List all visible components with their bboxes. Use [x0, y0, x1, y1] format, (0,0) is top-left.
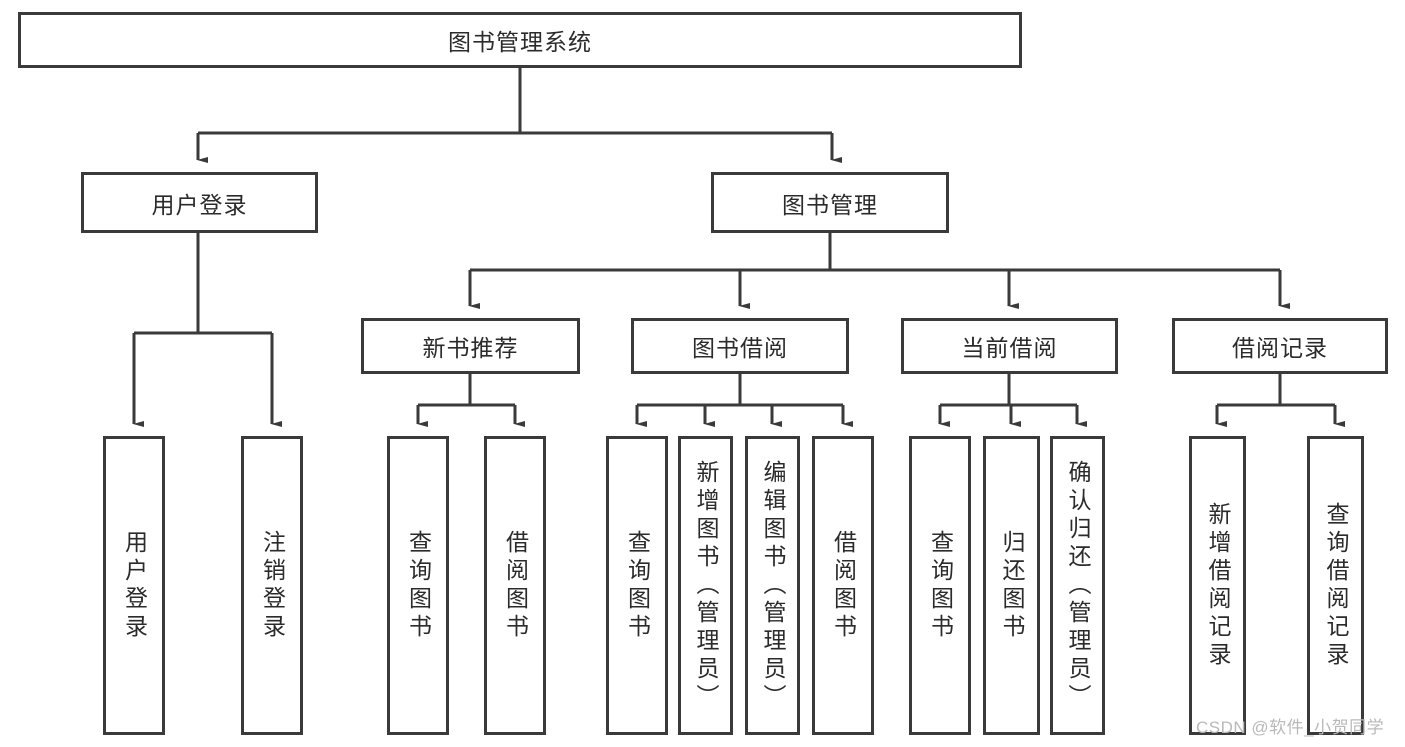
leaf-query-book-2-label: 查询图书	[624, 529, 651, 642]
leaf-query-book-1-label: 查询图书	[405, 529, 432, 642]
node-root[interactable]: 图书管理系统	[18, 12, 1022, 68]
leaf-borrow-book-1-label: 借阅图书	[502, 529, 529, 642]
leaf-borrow-book-2-label: 借阅图书	[830, 529, 857, 642]
node-user-login-label: 用户登录	[151, 191, 248, 218]
node-book-manage-label: 图书管理	[782, 191, 878, 218]
leaf-borrow-book-1[interactable]: 借阅图书	[484, 436, 546, 735]
leaf-add-book[interactable]: 新增图书（管理员）	[678, 436, 733, 735]
leaf-logout[interactable]: 注销登录	[241, 436, 303, 735]
node-book-manage[interactable]: 图书管理	[711, 172, 949, 233]
leaf-query-record[interactable]: 查询借阅记录	[1307, 436, 1364, 735]
node-new-book-rec-label: 新书推荐	[422, 335, 519, 361]
leaf-query-book-2[interactable]: 查询图书	[606, 436, 668, 735]
node-borrow-record[interactable]: 借阅记录	[1172, 318, 1388, 374]
leaf-query-record-label: 查询借阅记录	[1323, 501, 1349, 670]
leaf-add-record[interactable]: 新增借阅记录	[1189, 436, 1246, 735]
leaf-return-book-label: 归还图书	[999, 529, 1025, 642]
leaf-edit-book[interactable]: 编辑图书（管理员）	[745, 436, 800, 735]
leaf-confirm-return-label: 确认归还（管理员）	[1065, 459, 1091, 712]
watermark-text: CSDN @软件_小贺同学	[1196, 718, 1385, 737]
leaf-user-login[interactable]: 用户登录	[103, 436, 165, 735]
leaf-logout-label: 注销登录	[259, 529, 286, 642]
leaf-edit-book-label: 编辑图书（管理员）	[760, 459, 786, 712]
leaf-user-login-label: 用户登录	[121, 529, 148, 642]
leaf-query-book-1[interactable]: 查询图书	[387, 436, 449, 735]
node-user-login[interactable]: 用户登录	[81, 172, 318, 233]
node-root-label: 图书管理系统	[448, 29, 592, 55]
node-borrow-record-label: 借阅记录	[1232, 335, 1328, 361]
node-current-borrow[interactable]: 当前借阅	[901, 318, 1118, 374]
leaf-confirm-return[interactable]: 确认归还（管理员）	[1050, 436, 1105, 735]
leaf-query-book-3[interactable]: 查询图书	[909, 436, 971, 735]
leaf-borrow-book-2[interactable]: 借阅图书	[812, 436, 874, 735]
node-book-borrow[interactable]: 图书借阅	[631, 318, 849, 374]
leaf-return-book[interactable]: 归还图书	[983, 436, 1040, 735]
leaf-query-book-3-label: 查询图书	[927, 529, 954, 642]
node-current-borrow-label: 当前借阅	[961, 335, 1058, 361]
leaf-add-book-label: 新增图书（管理员）	[693, 459, 719, 712]
leaf-add-record-label: 新增借阅记录	[1205, 501, 1231, 670]
node-new-book-rec[interactable]: 新书推荐	[361, 318, 580, 374]
node-book-borrow-label: 图书借阅	[692, 335, 788, 361]
